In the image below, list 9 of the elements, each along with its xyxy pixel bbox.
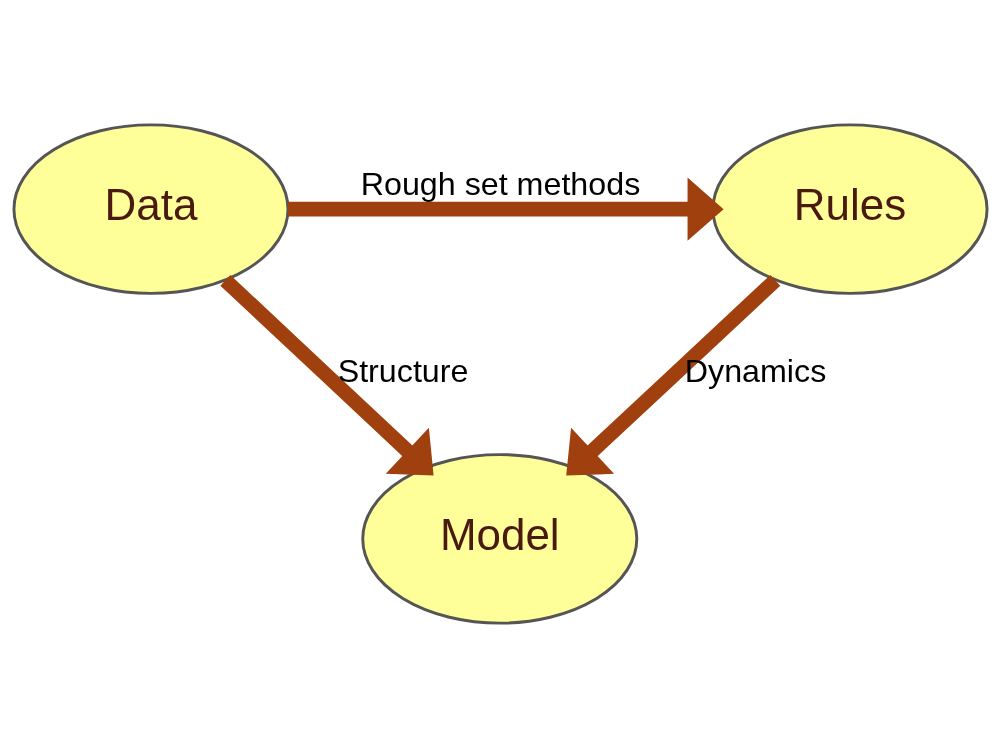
edge-label: Structure [337,353,469,390]
node-ellipse: Model [361,453,639,625]
edge-label: Rough set methods [360,166,641,203]
edge-label: Dynamics [684,353,827,390]
arrow [566,274,781,476]
node-ellipse: Data [12,123,290,295]
node-ellipse: Rules [711,123,989,295]
arrow [220,274,434,476]
arrow [288,177,724,241]
